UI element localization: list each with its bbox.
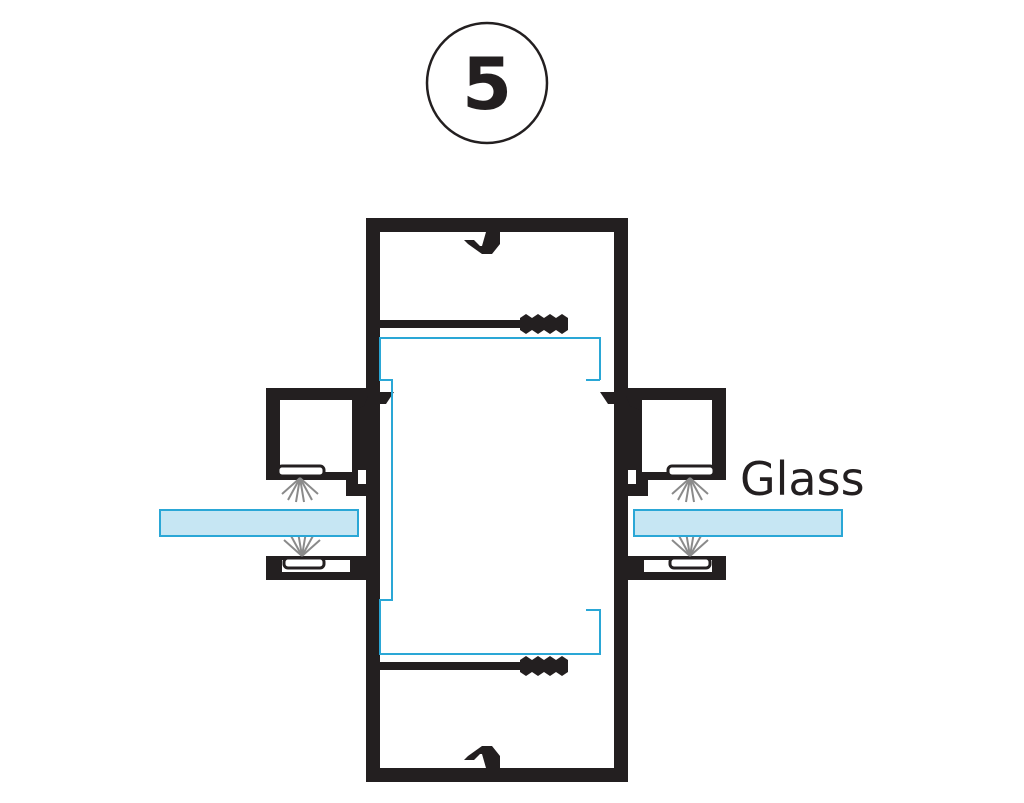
right-lower-holder (628, 556, 726, 580)
right-bead-hook (626, 396, 640, 410)
bottom-clip-notch (464, 746, 500, 768)
top-clip-notch (464, 232, 500, 254)
right-bead-leg (618, 400, 648, 496)
right-upper-hook (600, 392, 614, 404)
insert-reinforcement (379, 337, 601, 655)
left-lower-holder (266, 556, 366, 580)
gasket-right-bottom (668, 556, 712, 570)
glass-pane-left (159, 509, 359, 537)
gasket-left-bottom (282, 556, 326, 570)
left-bead-hook (354, 396, 368, 410)
brush-right-top (671, 477, 709, 503)
step-number: 5 (462, 42, 512, 126)
right-glazing-bead (618, 388, 726, 580)
gasket-right-top (666, 464, 716, 478)
main-profile (366, 218, 628, 782)
rib-upper-teeth (520, 314, 568, 334)
step-badge: 5 (425, 21, 549, 145)
glass-panes (159, 509, 843, 537)
left-upper-hook (380, 392, 394, 404)
left-glazing-bead (266, 388, 376, 580)
glass-label: Glass (740, 452, 865, 506)
left-bead-leg (346, 400, 376, 496)
insert-outline (379, 337, 601, 655)
gaskets (276, 464, 716, 570)
glass-pane-right (633, 509, 843, 537)
step-badge-circle (425, 21, 549, 145)
brush-left-top (281, 477, 319, 503)
rib-upper (374, 320, 566, 328)
gasket-left-top (276, 464, 326, 478)
rib-lower (374, 662, 566, 670)
rib-lower-teeth (520, 656, 568, 676)
